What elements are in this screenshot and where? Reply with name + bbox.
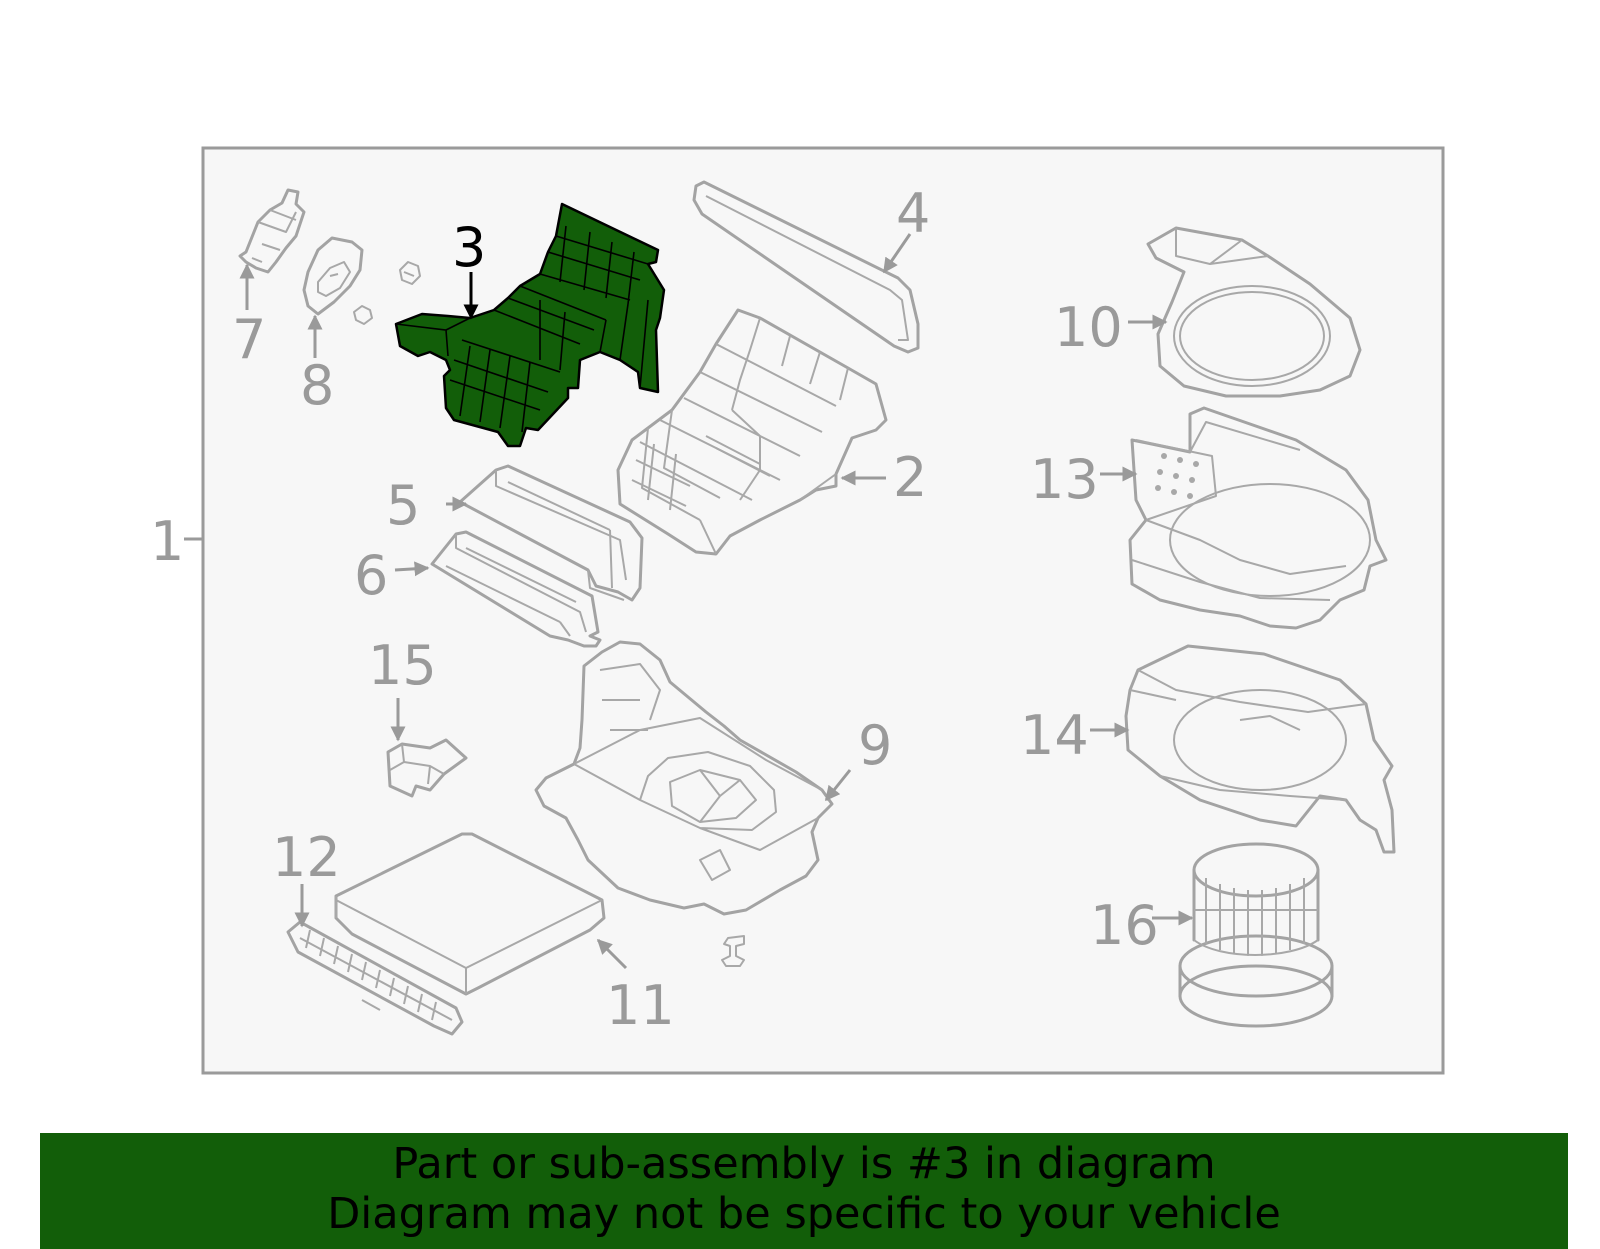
callout-14: 14 — [1020, 704, 1089, 767]
callout-11: 11 — [606, 974, 675, 1037]
diagram-frame — [201, 146, 1445, 1075]
callout-1: 1 — [150, 510, 184, 573]
part-10-blower-case-upper[interactable] — [1146, 226, 1362, 398]
callout-8: 8 — [300, 354, 334, 417]
part-2-housing[interactable] — [616, 308, 888, 556]
part-14-blower-case-lower[interactable] — [1124, 644, 1396, 854]
part-16-blower-motor[interactable] — [1178, 842, 1334, 1028]
screw — [721, 935, 745, 967]
callout-5: 5 — [386, 474, 420, 537]
callout-10: 10 — [1054, 296, 1123, 359]
part-15-resistor[interactable] — [386, 738, 468, 798]
callout-15: 15 — [368, 634, 437, 697]
callout-6: 6 — [354, 544, 388, 607]
banner-line-2: Diagram may not be specific to your vehi… — [327, 1189, 1281, 1239]
part-6-door[interactable] — [430, 530, 602, 648]
callout-7: 7 — [232, 308, 266, 371]
info-banner: Part or sub-assembly is #3 in diagram Di… — [40, 1133, 1568, 1249]
callout-3: 3 — [452, 216, 486, 279]
part-3-duct-highlighted[interactable] — [394, 202, 666, 448]
callout-9: 9 — [858, 714, 892, 777]
callout-2: 2 — [893, 446, 927, 509]
part-9-intake-case[interactable] — [534, 640, 834, 916]
callout-16: 16 — [1090, 894, 1159, 957]
banner-line-1: Part or sub-assembly is #3 in diagram — [392, 1139, 1216, 1189]
part-5-door[interactable] — [458, 464, 644, 602]
clip-small — [353, 261, 421, 325]
part-11-cabin-filter[interactable] — [334, 832, 606, 996]
part-12-filter-cover[interactable] — [286, 920, 464, 1036]
callout-13: 13 — [1030, 448, 1099, 511]
callout-4: 4 — [896, 182, 930, 245]
part-13-blower-case[interactable] — [1128, 406, 1388, 630]
callout-12: 12 — [272, 826, 341, 889]
part-8-actuator[interactable] — [302, 236, 364, 316]
part-4-gasket[interactable] — [692, 180, 920, 354]
